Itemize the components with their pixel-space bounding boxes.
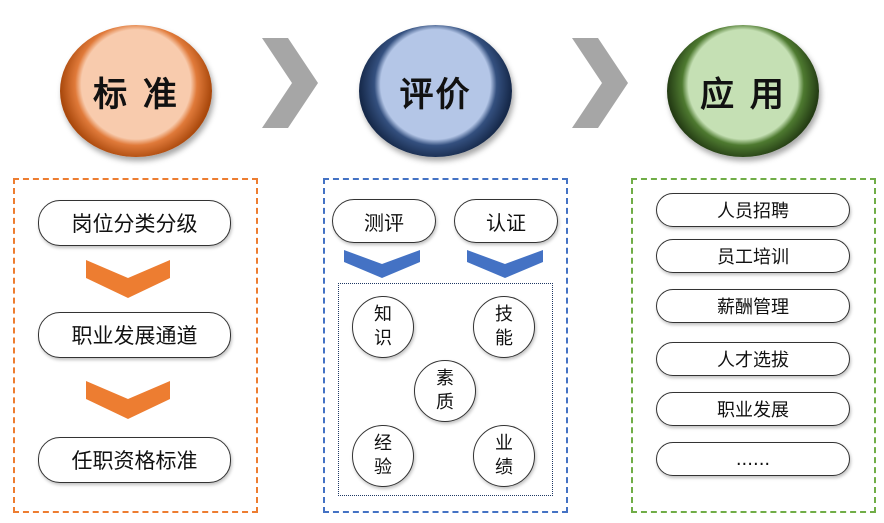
standard-item: 岗位分类分级 — [38, 200, 231, 246]
application-item: 人员招聘 — [656, 193, 850, 227]
standard-item: 任职资格标准 — [38, 437, 231, 483]
application-item: 人才选拔 — [656, 342, 850, 376]
element-knowledge: 知 识 — [352, 296, 414, 358]
chevron-down-icon — [86, 381, 170, 419]
application-panel — [631, 178, 876, 513]
element-skill: 技 能 — [473, 296, 535, 358]
header-evaluation: 评价 — [359, 25, 512, 157]
header-standard: 标 准 — [60, 25, 212, 157]
standard-item: 职业发展通道 — [38, 312, 231, 358]
element-performance: 业 绩 — [473, 425, 535, 487]
chevron-right-icon — [572, 38, 628, 128]
chevron-right-icon — [262, 38, 318, 128]
application-item: 薪酬管理 — [656, 289, 850, 323]
evaluation-panel — [323, 178, 568, 513]
header-standard-title: 标 准 — [93, 74, 179, 115]
application-item: 员工培训 — [656, 239, 850, 273]
evaluation-method: 认证 — [454, 199, 558, 243]
standard-panel — [13, 178, 258, 513]
header-application-title: 应 用 — [700, 74, 786, 115]
element-quality: 素 质 — [414, 360, 476, 422]
header-application: 应 用 — [667, 25, 819, 157]
chevron-down-icon — [86, 260, 170, 298]
evaluation-method: 测评 — [332, 199, 436, 243]
chevron-down-icon — [467, 250, 543, 278]
application-item: 职业发展 — [656, 392, 850, 426]
header-evaluation-title: 评价 — [399, 74, 472, 115]
application-item: ...... — [656, 442, 850, 476]
evaluation-elements-area — [338, 283, 553, 496]
chevron-down-icon — [344, 250, 420, 278]
element-experience: 经 验 — [352, 425, 414, 487]
